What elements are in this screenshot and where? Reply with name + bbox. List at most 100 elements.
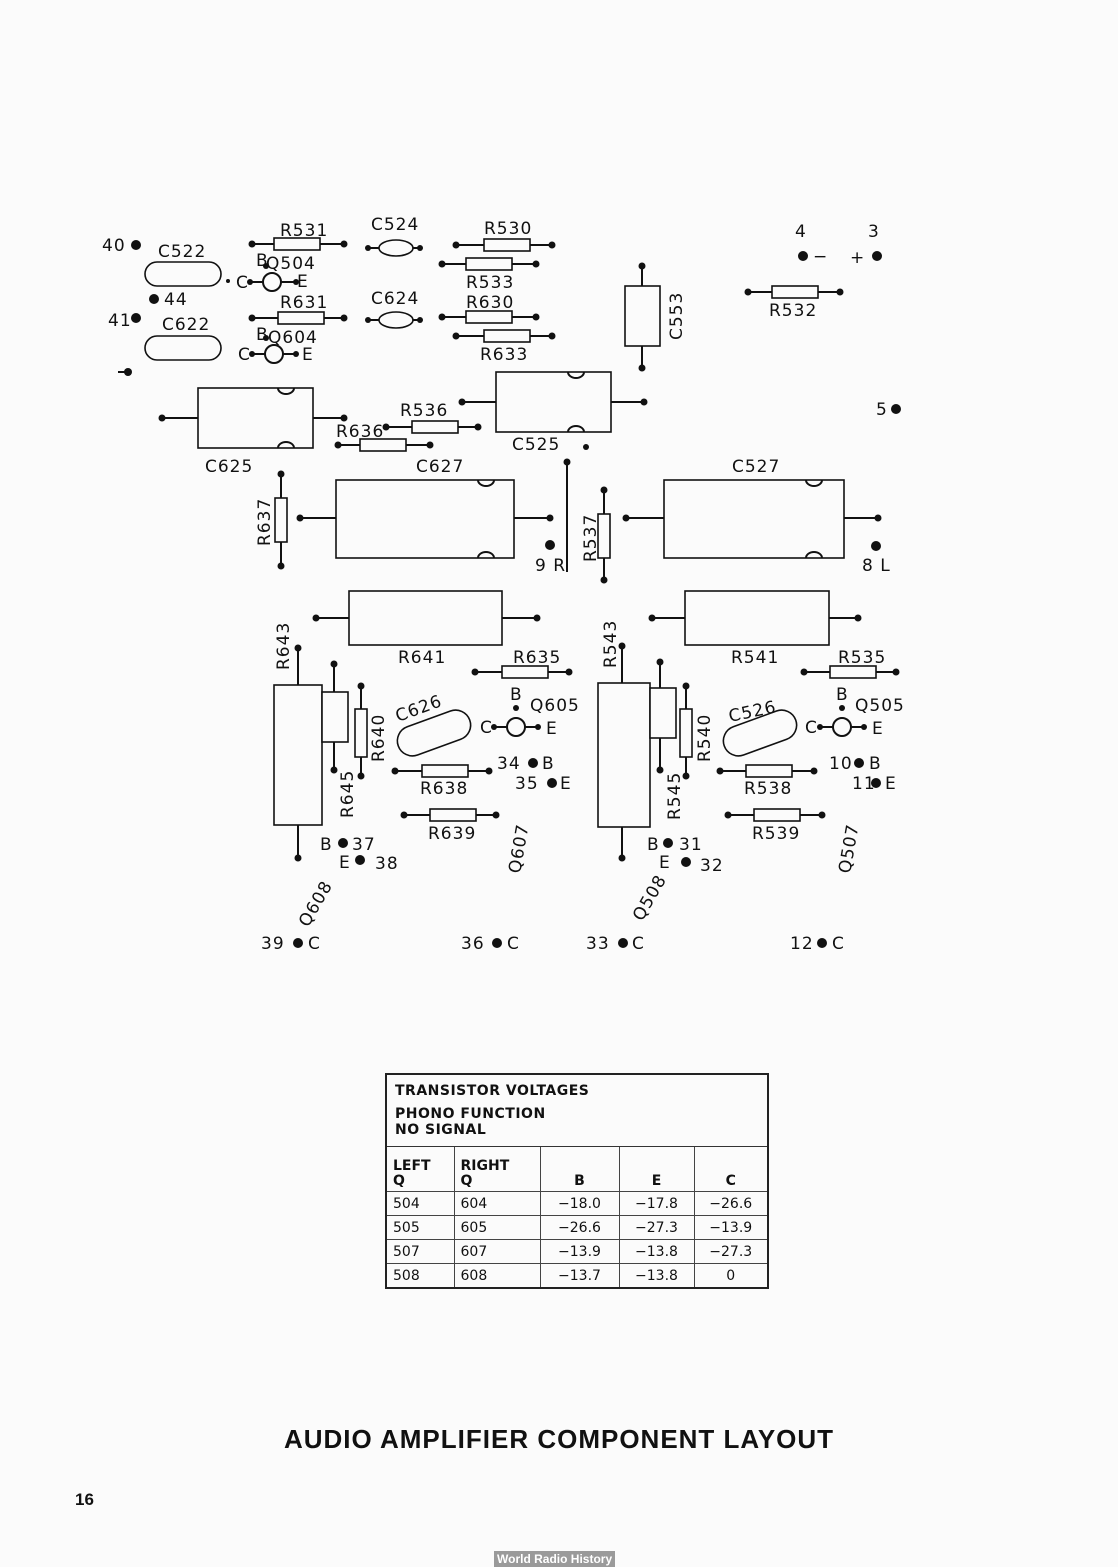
label-r636: R636 xyxy=(336,422,384,442)
label-r545: R545 xyxy=(665,772,685,820)
terminal-38: 38 xyxy=(375,854,399,874)
pin-c-33: C xyxy=(632,934,645,954)
label-c627: C627 xyxy=(416,457,464,477)
pin-b-q605: B xyxy=(510,685,523,705)
cell-c: −26.6 xyxy=(693,1191,767,1216)
terminal-11: 11 xyxy=(852,774,876,794)
transistor-q605 xyxy=(491,705,541,737)
pin-c-36: C xyxy=(507,934,520,954)
cell-left-q: 504 xyxy=(387,1191,455,1216)
pin-e-32: E xyxy=(659,853,671,873)
label-r635: R635 xyxy=(513,648,561,668)
pin-b-10: B xyxy=(869,754,882,774)
label-c527: C527 xyxy=(732,457,780,477)
label-r539: R539 xyxy=(752,824,800,844)
label-r530: R530 xyxy=(484,219,532,239)
table-subtitle-2: NO SIGNAL xyxy=(395,1122,487,1138)
label-r537: R537 xyxy=(581,514,601,562)
pin-e-11: E xyxy=(885,774,897,794)
cell-e: −13.8 xyxy=(618,1263,695,1287)
label-q508: Q508 xyxy=(629,871,671,924)
cell-right-q: 604 xyxy=(453,1191,541,1216)
plus-sign: + xyxy=(850,248,865,268)
col-header-c: C xyxy=(693,1147,767,1192)
terminal-34: 34 xyxy=(497,754,521,774)
cell-b: −18.0 xyxy=(539,1191,620,1216)
label-r645: R645 xyxy=(338,770,358,818)
label-r630: R630 xyxy=(466,293,514,313)
pin-b-37: B xyxy=(320,835,333,855)
pin-e-q605: E xyxy=(546,719,558,739)
table-row: 508 608 −13.7 −13.8 0 xyxy=(387,1263,767,1287)
terminal-10: 10 xyxy=(829,754,853,774)
label-r631: R631 xyxy=(280,293,328,313)
label-r633: R633 xyxy=(480,345,528,365)
pin-c-39: C xyxy=(308,934,321,954)
label-r541: R541 xyxy=(731,648,779,668)
label-r543: R543 xyxy=(601,620,621,668)
table-header-block: TRANSISTOR VOLTAGES PHONO FUNCTION NO SI… xyxy=(387,1075,767,1147)
label-r535: R535 xyxy=(838,648,886,668)
label-q608: Q608 xyxy=(295,877,337,930)
cell-c: −13.9 xyxy=(693,1215,767,1240)
cell-c: 0 xyxy=(693,1263,767,1287)
pin-e-35: E xyxy=(560,774,572,794)
label-r540: R540 xyxy=(695,714,715,762)
cell-e: −27.3 xyxy=(618,1215,695,1240)
table-row: 504 604 −18.0 −17.8 −26.6 xyxy=(387,1191,767,1216)
cell-right-q: 607 xyxy=(453,1239,541,1264)
table-title: TRANSISTOR VOLTAGES xyxy=(395,1083,590,1099)
cell-left-q: 507 xyxy=(387,1239,455,1264)
terminal-3: 3 xyxy=(868,222,880,242)
terminal-33: 33 xyxy=(586,934,610,954)
pin-c-q605: C xyxy=(480,718,493,738)
label-c625: C625 xyxy=(205,457,253,477)
label-c622: C622 xyxy=(162,315,210,335)
pin-e-q504: E xyxy=(297,272,309,292)
cell-right-q: 605 xyxy=(453,1215,541,1240)
component-layout-diagram: C522 40 44 C622 41 R531 B Q504 C E R631 … xyxy=(102,215,905,954)
label-c522: C522 xyxy=(158,242,206,262)
label-r640: R640 xyxy=(369,714,389,762)
transistor-q504 xyxy=(247,263,299,292)
label-r639: R639 xyxy=(428,824,476,844)
capacitor-c526 xyxy=(722,709,798,757)
pin-b-q505: B xyxy=(836,685,849,705)
terminal-35: 35 xyxy=(515,774,539,794)
pin-b-34: B xyxy=(542,754,555,774)
col-header-e: E xyxy=(618,1147,695,1192)
terminal-32: 32 xyxy=(700,856,724,876)
pin-b-q604: B xyxy=(256,325,269,345)
label-q607: Q607 xyxy=(505,822,533,875)
cell-left-q: 505 xyxy=(387,1215,455,1240)
cell-right-q: 608 xyxy=(453,1263,541,1287)
cell-e: −13.8 xyxy=(618,1239,695,1264)
table-subtitle: PHONO FUNCTION xyxy=(395,1106,546,1122)
transistor-voltage-table: TRANSISTOR VOLTAGES PHONO FUNCTION NO SI… xyxy=(385,1073,769,1289)
page-title: AUDIO AMPLIFIER COMPONENT LAYOUT xyxy=(283,1424,835,1454)
watermark-badge: World Radio History xyxy=(494,1551,616,1567)
pin-c-q604: C xyxy=(238,345,251,365)
col-header-b: B xyxy=(539,1147,620,1192)
label-r531: R531 xyxy=(280,221,328,241)
page-number: 16 xyxy=(75,1490,94,1509)
pin-c-q505: C xyxy=(805,718,818,738)
cell-e: −17.8 xyxy=(618,1191,695,1216)
label-r638: R638 xyxy=(420,779,468,799)
pin-b-31: B xyxy=(647,835,660,855)
label-r538: R538 xyxy=(744,779,792,799)
transistor-q604 xyxy=(249,335,299,364)
cell-left-q: 508 xyxy=(387,1263,455,1287)
terminal-36: 36 xyxy=(461,934,485,954)
label-c624: C624 xyxy=(371,289,419,309)
terminal-8l: 8 L xyxy=(862,556,891,576)
label-q507: Q507 xyxy=(835,822,863,875)
label-c525: C525 xyxy=(512,435,560,455)
pin-e-38: E xyxy=(339,853,351,873)
label-q505: Q505 xyxy=(855,696,905,716)
terminal-40: 40 xyxy=(102,236,126,256)
